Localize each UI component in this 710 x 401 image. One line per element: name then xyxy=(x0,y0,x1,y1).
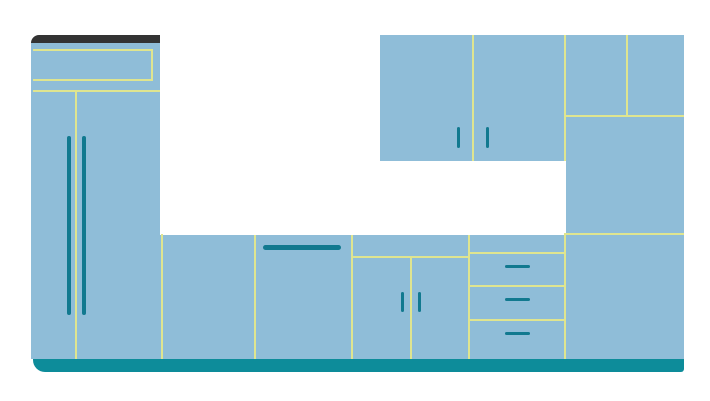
drawer-2-handle xyxy=(505,298,530,301)
sink-left-handle xyxy=(401,292,404,312)
toe-kick xyxy=(33,359,684,372)
fridge-left-handle xyxy=(67,136,71,315)
fridge-top-cap xyxy=(31,35,160,43)
fridge-panel-outline xyxy=(33,49,152,51)
pantry-cabinet xyxy=(566,35,684,359)
fridge-right-handle xyxy=(82,136,86,315)
fridge-door-divider xyxy=(75,92,77,359)
drawer-1-handle xyxy=(505,265,530,268)
upper-right-handle xyxy=(486,127,489,148)
dishwasher-handle xyxy=(263,245,341,250)
base-cabinet-run xyxy=(160,235,566,359)
drawer-3-handle xyxy=(505,332,530,335)
refrigerator-unit xyxy=(31,43,160,359)
sink-right-handle xyxy=(418,292,421,312)
upper-left-handle xyxy=(457,127,460,148)
